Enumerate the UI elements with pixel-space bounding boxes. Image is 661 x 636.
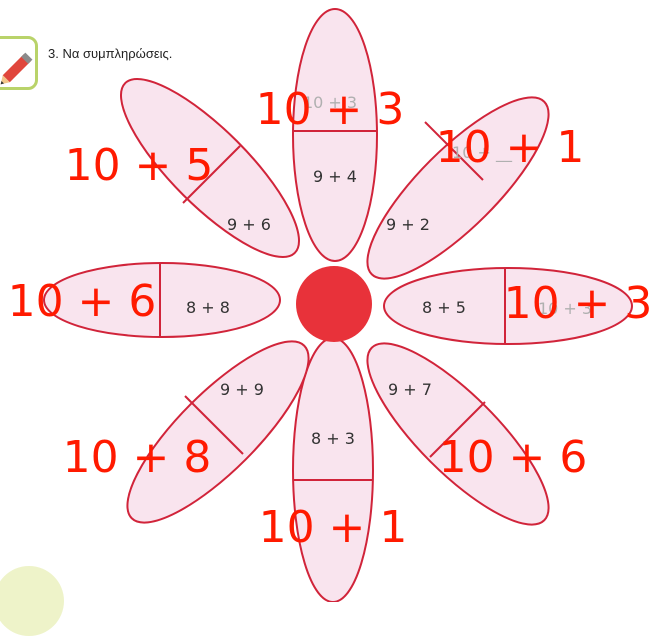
answer-top-left: 10 + 5 [65,140,214,191]
equation-top-right: 9 + 2 [386,215,430,234]
equation-top-left: 9 + 6 [227,215,271,234]
equation-left: 8 + 8 [186,298,230,317]
equation-bottom-left: 9 + 9 [220,380,264,399]
answer-bottom: 10 + 1 [259,502,408,553]
equation-right: 8 + 5 [422,298,466,317]
answer-bottom-right: 10 + 6 [439,432,588,483]
petal-top [293,9,377,261]
answer-top-right: 10 + 1 [436,122,585,173]
equation-top: 9 + 4 [313,167,357,186]
answer-left: 10 + 6 [8,276,157,327]
answer-top: 10 + 3 [256,84,405,135]
flower-center [296,266,372,342]
answer-right: 10 + 3 [504,278,653,329]
equation-bottom-right: 9 + 7 [388,380,432,399]
answer-bottom-left: 10 + 8 [63,432,212,483]
flower-diagram: 9 + 4 9 + 2 8 + 5 9 + 7 8 + 3 9 + 9 8 + … [0,0,661,602]
equation-bottom: 8 + 3 [311,429,355,448]
worksheet-page: 3. Να συμπληρώσεις. [0,0,661,602]
